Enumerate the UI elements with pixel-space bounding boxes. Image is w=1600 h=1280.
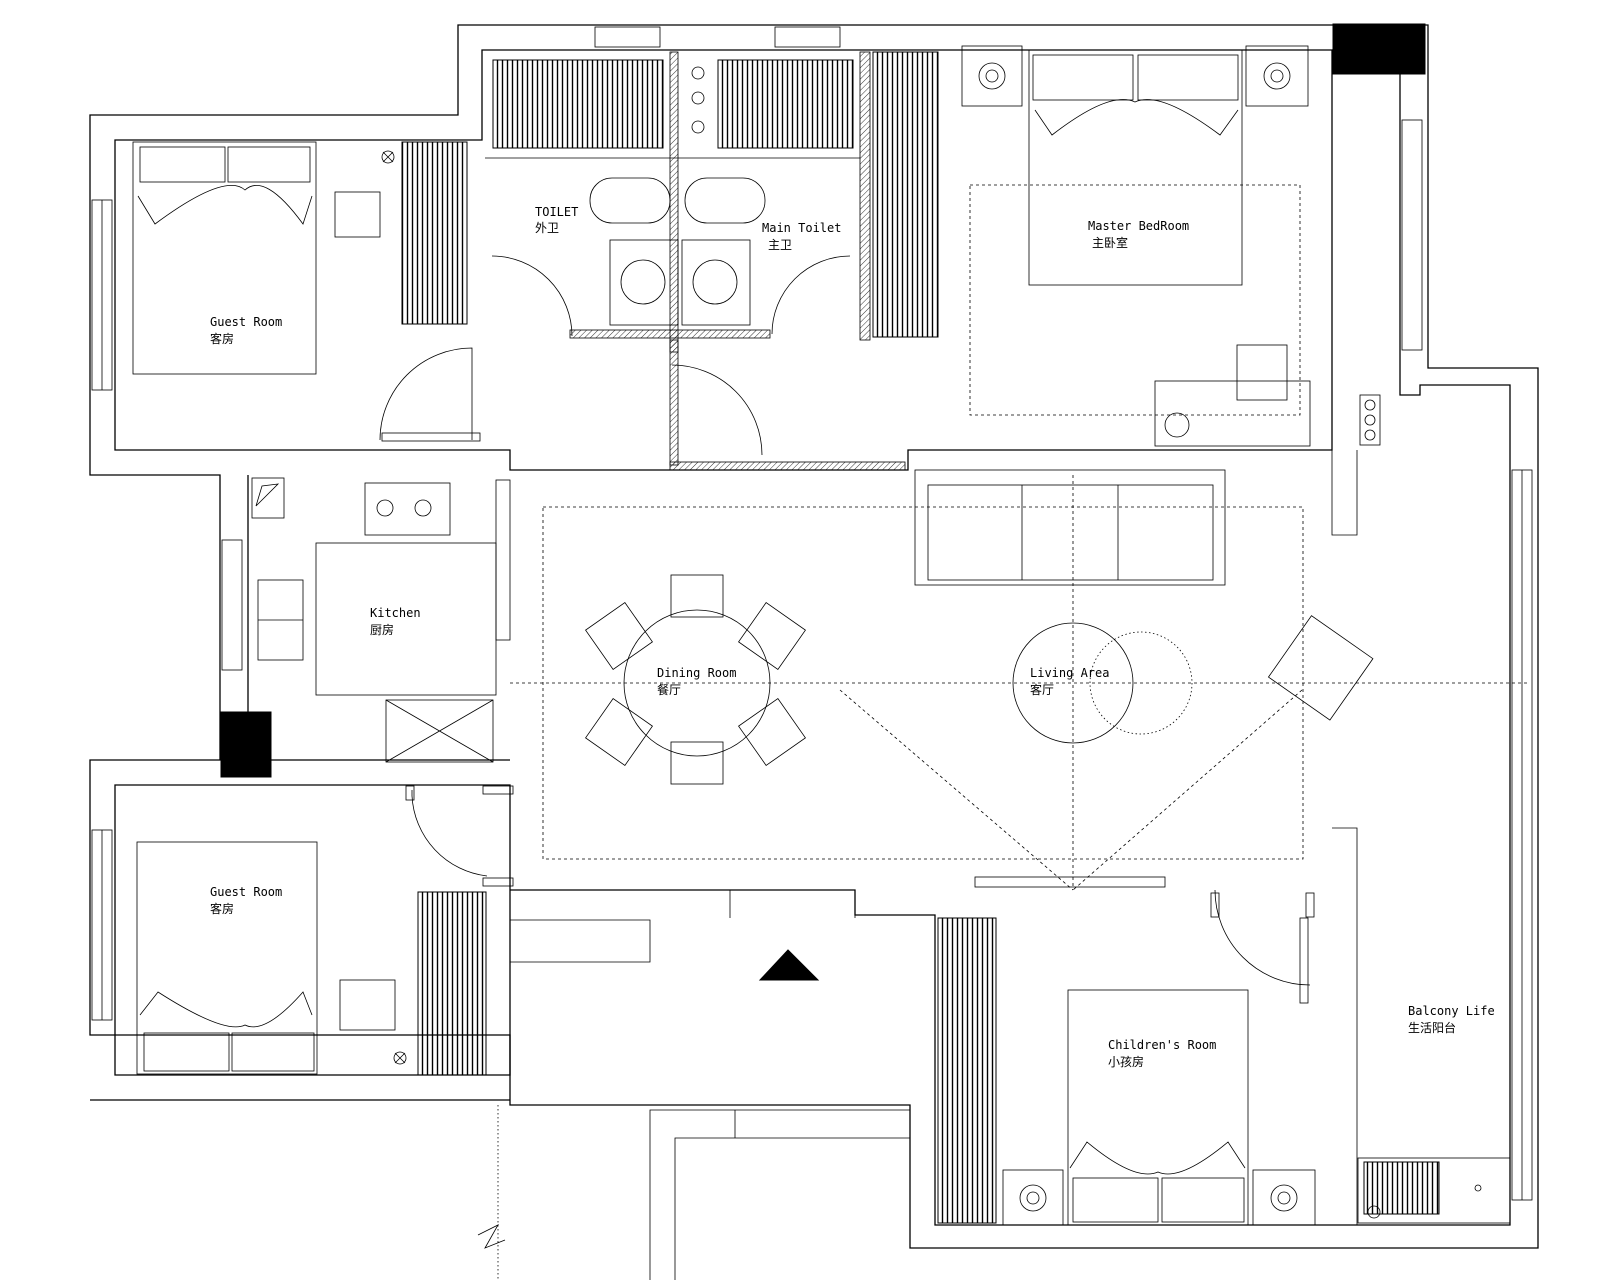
dining-label-en: Dining Room bbox=[657, 666, 736, 680]
toilet-label-cn: 外卫 bbox=[535, 221, 559, 235]
bed-children bbox=[1067, 989, 1249, 1226]
chair bbox=[339, 979, 396, 1031]
guest-bottom-label-en: Guest Room bbox=[210, 885, 282, 899]
balcony-label-en: Balcony Life bbox=[1408, 1004, 1495, 1018]
kitchen-label-en: Kitchen bbox=[370, 606, 421, 620]
dining-living bbox=[510, 469, 1530, 981]
kitchen bbox=[247, 475, 511, 763]
guest-room-top bbox=[132, 141, 481, 442]
wardrobe-guest-bottom bbox=[417, 891, 487, 1076]
bathtub-right bbox=[717, 59, 854, 149]
childrens-room bbox=[937, 889, 1316, 1226]
toilet-label-en: TOILET bbox=[535, 205, 578, 219]
children-label-en: Children's Room bbox=[1108, 1038, 1216, 1052]
living-label-cn: 客厅 bbox=[1030, 682, 1054, 697]
bed-master bbox=[1028, 49, 1243, 286]
entrance-arrow-icon bbox=[758, 949, 820, 981]
lower-corridor bbox=[477, 1105, 910, 1280]
stove bbox=[364, 482, 451, 536]
door-swing bbox=[379, 347, 473, 441]
rug-master bbox=[969, 184, 1301, 416]
main-toilet-label-en: Main Toilet bbox=[762, 221, 841, 235]
guest-top-label-en: Guest Room bbox=[210, 315, 282, 329]
living-label-en: Living Area bbox=[1030, 666, 1109, 680]
master-bedroom-label-en: Master BedRoom bbox=[1088, 219, 1189, 233]
balcony-fixtures bbox=[1331, 394, 1511, 1225]
toilets bbox=[485, 51, 939, 471]
exterior-walls bbox=[89, 24, 1539, 1249]
master-bedroom bbox=[961, 45, 1311, 447]
windows bbox=[91, 26, 1533, 1201]
dining-table bbox=[623, 609, 771, 757]
chair bbox=[334, 191, 381, 238]
master-bedroom-label-cn: 主卧室 bbox=[1092, 235, 1128, 250]
column-left bbox=[220, 711, 272, 778]
dining-label-cn: 餐厅 bbox=[657, 682, 681, 697]
kitchen-label-cn: 厨房 bbox=[370, 622, 394, 637]
guest-bottom-label-cn: 客房 bbox=[210, 901, 234, 916]
coffee-table bbox=[1012, 622, 1134, 744]
ceiling-light-icon bbox=[381, 150, 395, 164]
sofa bbox=[914, 469, 1226, 586]
main-toilet-label-cn: 主卫 bbox=[768, 238, 792, 252]
bathtub-left bbox=[492, 59, 664, 149]
wardrobe-master bbox=[872, 51, 939, 338]
bed-guest-top bbox=[132, 141, 317, 375]
guest-top-label-cn: 客房 bbox=[210, 331, 234, 346]
armchair bbox=[1267, 615, 1374, 721]
balcony-label-cn: 生活阳台 bbox=[1408, 1020, 1456, 1035]
guest-room-bottom bbox=[136, 785, 514, 1076]
column-top-right bbox=[1332, 23, 1426, 75]
bed-guest-bottom bbox=[136, 841, 318, 1075]
wardrobe bbox=[401, 141, 468, 325]
ceiling-light-icon bbox=[393, 1051, 407, 1065]
fridge bbox=[385, 699, 494, 763]
children-label-cn: 小孩房 bbox=[1108, 1054, 1144, 1069]
wardrobe-children bbox=[937, 917, 997, 1224]
